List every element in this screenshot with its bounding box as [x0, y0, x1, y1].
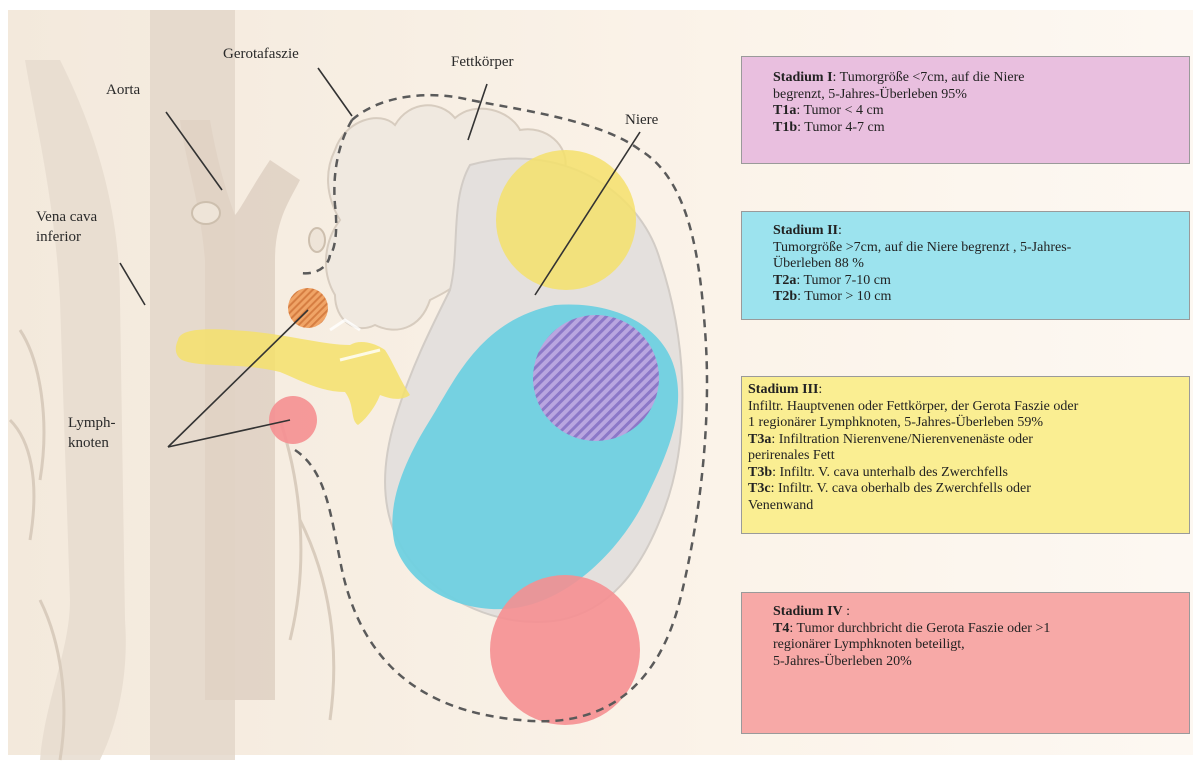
stage-4-text3: 5-Jahres-Überleben 20%: [773, 654, 1179, 671]
lymph-node-orange: [288, 288, 328, 328]
stage-1-text1: : Tumorgröße <7cm, auf die Niere: [833, 70, 1025, 85]
label-vena-cava-line2: inferior: [36, 229, 81, 245]
label-vena-cava: Vena cava inferior: [36, 207, 97, 247]
stage-3-text1: Infiltr. Hauptvenen oder Fettkörper, der…: [748, 399, 1183, 416]
stage-4-text1: : Tumor durchbricht die Gerota Faszie od…: [789, 621, 1050, 636]
stage-3-box: Stadium III: Infiltr. Hauptvenen oder Fe…: [741, 376, 1190, 534]
stage-4-title-suffix: :: [843, 604, 850, 619]
stage-1-text2: begrenzt, 5-Jahres-Überleben 95%: [773, 87, 1179, 104]
t2b-code: T2b: [773, 289, 797, 304]
stage-4-text2: regionärer Lymphknoten beteiligt,: [773, 637, 1179, 654]
label-vena-cava-line1: Vena cava: [36, 209, 97, 225]
stage1-tumor-hatched: [533, 315, 659, 441]
stage-3-title-suffix: :: [818, 382, 822, 397]
stage-3-title: Stadium III: [748, 382, 818, 397]
t3c-text2: Venenwand: [748, 498, 1183, 515]
label-lymphknoten: Lymph- knoten: [68, 413, 116, 453]
t3a-text1: : Infiltration Nierenvene/Nierenvenenäst…: [771, 432, 1033, 447]
stage-2-title: Stadium II: [773, 223, 838, 238]
label-lymph-line1: Lymph-: [68, 415, 116, 431]
stage-3-text2: 1 regionärer Lymphknoten, 5-Jahres-Überl…: [748, 415, 1183, 432]
stage-1-title: Stadium I: [773, 70, 833, 85]
stage-1-box: Stadium I: Tumorgröße <7cm, auf die Nier…: [741, 56, 1190, 164]
label-gerotafaszie: Gerotafaszie: [223, 44, 299, 64]
t3b-code: T3b: [748, 465, 772, 480]
aorta-branch-right: [309, 228, 325, 252]
stage-4-box: Stadium IV : T4: Tumor durchbricht die G…: [741, 592, 1190, 734]
t1b-code: T1b: [773, 120, 797, 135]
t3c-text1: : Infiltr. V. cava oberhalb des Zwerchfe…: [771, 481, 1031, 496]
label-niere: Niere: [625, 110, 658, 130]
stage-4-title: Stadium IV: [773, 604, 843, 619]
label-aorta: Aorta: [106, 80, 140, 100]
stage-2-box: Stadium II: Tumorgröße >7cm, auf die Nie…: [741, 211, 1190, 320]
label-fettkoerper: Fettkörper: [451, 52, 513, 72]
t4-code: T4: [773, 621, 789, 636]
t3c-code: T3c: [748, 481, 771, 496]
t1a-text: : Tumor < 4 cm: [796, 103, 883, 118]
t3b-text: : Infiltr. V. cava unterhalb des Zwerchf…: [772, 465, 1008, 480]
aorta-branch-left: [192, 202, 220, 224]
stage-2-title-suffix: :: [838, 223, 842, 238]
t1a-code: T1a: [773, 103, 796, 118]
t3a-text2: perirenales Fett: [748, 448, 1183, 465]
label-lymph-line2: knoten: [68, 435, 109, 451]
t2a-text: : Tumor 7-10 cm: [796, 273, 891, 288]
stage-2-text2: Überleben 88 %: [773, 256, 1179, 273]
t2b-text: : Tumor > 10 cm: [797, 289, 891, 304]
t1b-text: : Tumor 4-7 cm: [797, 120, 885, 135]
stage4-tumor-lower: [490, 575, 640, 725]
t3a-code: T3a: [748, 432, 771, 447]
t2a-code: T2a: [773, 273, 796, 288]
stage-2-text1: Tumorgröße >7cm, auf die Niere begrenzt …: [773, 240, 1179, 257]
lymph-node-red: [269, 396, 317, 444]
